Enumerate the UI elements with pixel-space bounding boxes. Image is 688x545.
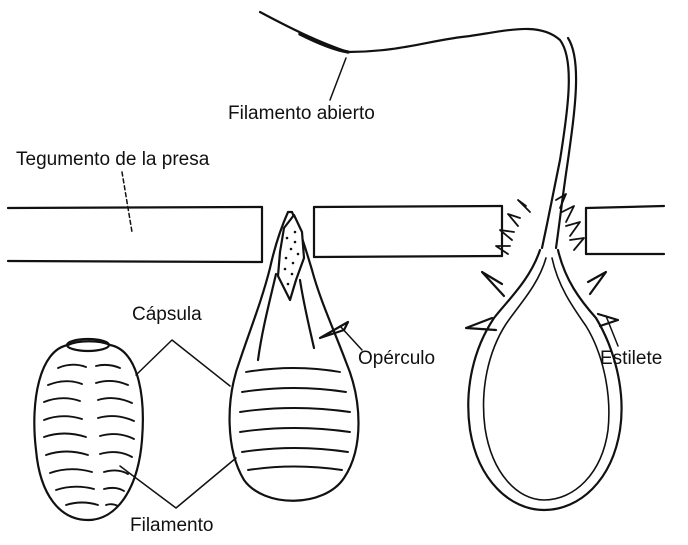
- closed-filament-coils: [44, 365, 134, 506]
- label-filament: Filamento: [130, 516, 213, 535]
- leader-operculum: [340, 326, 362, 350]
- label-prey-tegument: Tegumento de la presa: [16, 150, 209, 169]
- inner-sheath-left: [258, 274, 276, 360]
- open-filament-left-line: [260, 12, 569, 248]
- discharging-nematocyst: [230, 212, 359, 501]
- stylet-right: [588, 272, 606, 294]
- inner-sheath-right: [300, 280, 314, 348]
- leader-tegument: [122, 172, 132, 232]
- leader-capsule: [136, 340, 230, 386]
- label-open-filament: Filamento abierto: [228, 104, 375, 123]
- leader-open-filament: [330, 58, 346, 100]
- leader-lines: [120, 58, 618, 508]
- open-filament-right-line: [556, 38, 576, 248]
- middle-filament-coils: [240, 368, 350, 470]
- label-capsule: Cápsula: [132, 305, 202, 324]
- discharged-capsule-outline: [468, 250, 621, 510]
- closed-nematocyst: [34, 339, 143, 520]
- discharged-nematocyst: [260, 12, 622, 510]
- stylet-spines: [496, 194, 584, 254]
- label-stylet: Estilete: [600, 349, 662, 368]
- label-operculum: Opérculo: [358, 349, 435, 368]
- closed-capsule-outline: [34, 341, 143, 520]
- prey-tegument: [8, 206, 664, 262]
- stylet-left: [482, 272, 504, 296]
- stylet-left-lower: [466, 318, 496, 330]
